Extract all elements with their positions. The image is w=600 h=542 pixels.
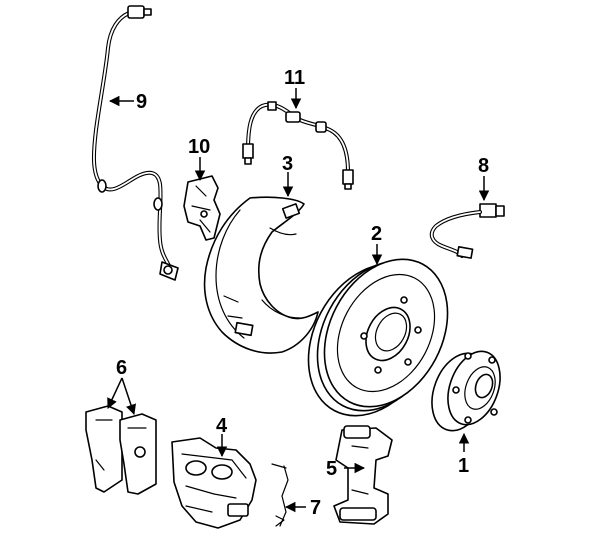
callout-6-leader-b — [121, 377, 136, 415]
abs-sensor-wire-part — [91, 5, 179, 281]
callout-9-label: 9 — [136, 91, 147, 113]
callout-6-label: 6 — [116, 357, 127, 379]
brake-hose-part — [242, 101, 354, 190]
bracket-part — [183, 175, 221, 241]
callout-3-label: 3 — [282, 153, 293, 175]
wear-sensor-part — [429, 203, 505, 259]
callout-11-label: 11 — [284, 67, 305, 89]
caliper-part — [171, 437, 257, 529]
callout-5-label: 5 — [326, 458, 337, 480]
brake-rotor-part — [307, 258, 449, 417]
callout-7-label: 7 — [310, 497, 321, 519]
spring-clip-part — [271, 463, 289, 527]
callout-4-label: 4 — [216, 415, 228, 437]
callout-10-label: 10 — [188, 136, 210, 158]
callout-8-label: 8 — [478, 155, 489, 177]
callout-2-label: 2 — [371, 223, 382, 245]
callout-6-leader-a — [107, 377, 123, 409]
caliper-bracket-part — [333, 425, 393, 525]
callout-1-label: 1 — [458, 455, 469, 477]
splash-shield-part — [203, 196, 319, 354]
wheel-hub-part — [431, 350, 501, 432]
brake-pads-part — [85, 405, 157, 495]
